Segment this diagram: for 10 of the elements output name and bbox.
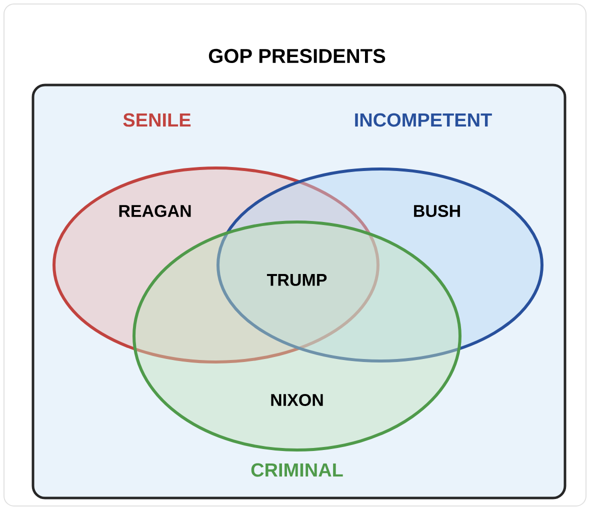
region-label: NIXON	[271, 394, 323, 406]
venn-circle	[132, 220, 462, 452]
region-label: BUSH	[414, 204, 460, 217]
set-label: SENILE	[123, 113, 191, 127]
set-label: INCOMPETENT	[355, 113, 492, 127]
region-label: REAGAN	[119, 204, 191, 217]
region-label: TRUMP	[266, 274, 327, 286]
diagram-frame	[32, 84, 566, 500]
set-label: CRIMINAL	[251, 463, 343, 477]
title: GOP PRESIDENTS	[208, 48, 386, 64]
